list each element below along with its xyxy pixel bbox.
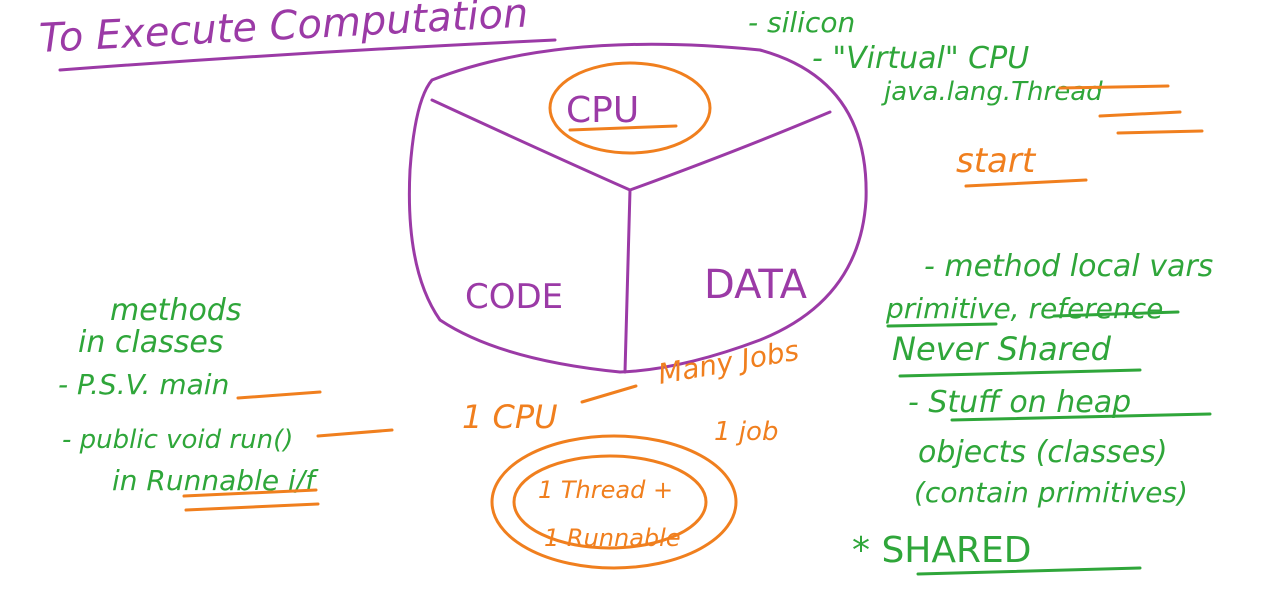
runnable-underline — [182, 488, 318, 498]
cpu-underline — [568, 124, 678, 132]
primitive-underline — [886, 322, 998, 328]
title-text: To Execute Computation — [38, 0, 529, 62]
never-shared-underline — [898, 368, 1142, 378]
thread-underline — [1058, 84, 1170, 90]
run-underline — [316, 428, 394, 438]
cpu-jobs-dash — [580, 384, 638, 404]
many-jobs-note: Many Jobs — [655, 334, 801, 391]
thread-underline-2 — [1098, 110, 1182, 118]
thread-plus-note: 1 Thread + — [538, 476, 673, 504]
shared-underline — [916, 566, 1142, 576]
start-underline — [964, 178, 1088, 188]
drum-divider-right — [628, 110, 832, 192]
thread-runnable-outer-ring — [490, 434, 738, 570]
main-underline — [236, 390, 322, 400]
cpu-label: CPU — [566, 90, 639, 131]
method-local-vars-note: - method local vars — [924, 249, 1213, 284]
drum-outline — [407, 42, 868, 374]
java-thread-note: java.lang.Thread — [881, 77, 1103, 107]
one-job-note: 1 job — [714, 417, 778, 447]
start-note: start — [956, 141, 1037, 181]
computation-drum — [407, 42, 868, 374]
silicon-note: - silicon — [748, 6, 855, 39]
objects-classes-note: objects (classes) — [918, 435, 1168, 470]
stuff-on-heap-note: - Stuff on heap — [908, 385, 1131, 420]
public-void-run-note: - public void run() — [62, 425, 293, 455]
title-underline — [58, 38, 557, 72]
primitive-reference-note: primitive, reference — [885, 292, 1163, 325]
thread-runnable-inner-ring — [512, 454, 708, 550]
cpu-ring — [548, 61, 712, 155]
in-classes-note: in classes — [78, 325, 223, 360]
data-label: DATA — [704, 262, 808, 308]
code-label: CODE — [465, 277, 563, 317]
virtual-cpu-note: - "Virtual" CPU — [812, 41, 1029, 76]
thread-underline-3 — [1116, 129, 1204, 135]
drum-divider-down — [623, 188, 632, 374]
never-shared-note: Never Shared — [892, 330, 1112, 368]
drum-divider-left — [430, 98, 632, 192]
reference-underline — [1052, 310, 1180, 318]
contain-primitives-note: (contain primitives) — [914, 476, 1188, 509]
methods-note: methods — [110, 293, 241, 328]
runnable-underline-2 — [184, 502, 320, 512]
heap-underline — [950, 412, 1212, 422]
psv-main-note: - P.S.V. main — [58, 368, 229, 401]
runnable-note: 1 Runnable — [544, 524, 681, 552]
one-cpu-note: 1 CPU — [462, 398, 558, 436]
shared-note: * SHARED — [852, 530, 1031, 571]
